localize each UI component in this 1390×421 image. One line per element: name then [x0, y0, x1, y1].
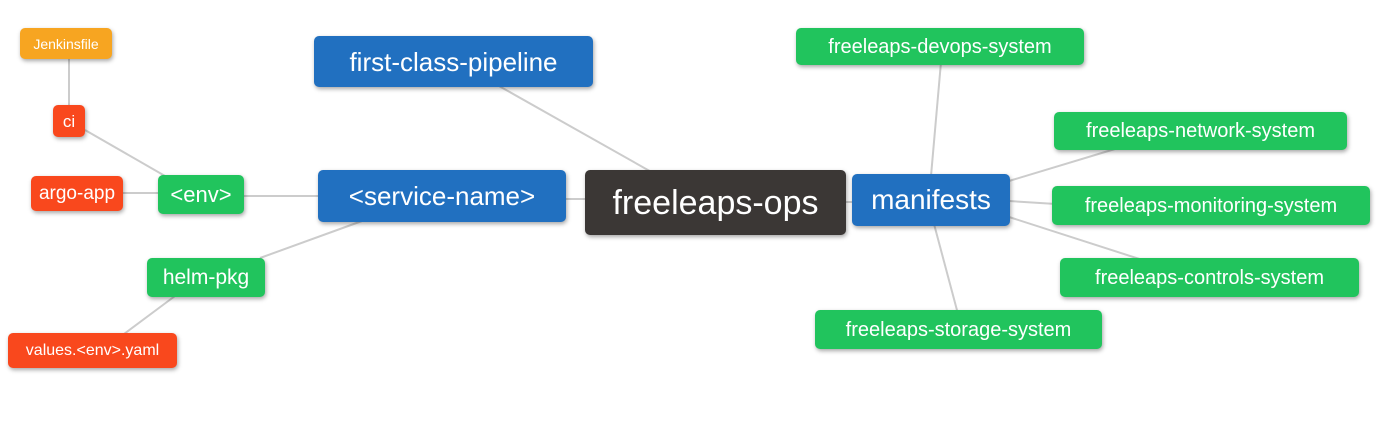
node-argo-app[interactable]: argo-app: [31, 176, 123, 211]
node-helm-pkg[interactable]: helm-pkg: [147, 258, 265, 297]
node-freeleaps-storage-system[interactable]: freeleaps-storage-system: [815, 310, 1102, 349]
edge-manifests-controls: [1008, 216, 1156, 265]
node-service-name[interactable]: <service-name>: [318, 170, 566, 222]
node-manifests[interactable]: manifests: [852, 174, 1010, 226]
node-jenkinsfile[interactable]: Jenkinsfile: [20, 28, 112, 59]
edge-helm-pkg-values: [119, 295, 176, 338]
edge-manifests-devops: [930, 61, 942, 177]
node-first-class-pipeline[interactable]: first-class-pipeline: [314, 36, 593, 87]
node-ci[interactable]: ci: [53, 105, 85, 137]
edge-manifests-monitoring: [1008, 200, 1057, 205]
edge-ci-env: [84, 129, 173, 181]
edge-manifests-network: [1008, 148, 1116, 182]
edge-manifests-storage: [933, 223, 959, 315]
node-freeleaps-monitoring-system[interactable]: freeleaps-monitoring-system: [1052, 186, 1370, 225]
node-env[interactable]: <env>: [158, 175, 244, 214]
node-freeleaps-ops-root[interactable]: freeleaps-ops: [585, 170, 846, 235]
edge-service-name-helm-pkg: [259, 220, 363, 259]
node-freeleaps-network-system[interactable]: freeleaps-network-system: [1054, 112, 1347, 150]
node-freeleaps-devops-system[interactable]: freeleaps-devops-system: [796, 28, 1084, 65]
edge-first-class-pipeline-root: [498, 85, 656, 175]
node-freeleaps-controls-system[interactable]: freeleaps-controls-system: [1060, 258, 1359, 297]
node-values-env-yaml[interactable]: values.<env>.yaml: [8, 333, 177, 368]
